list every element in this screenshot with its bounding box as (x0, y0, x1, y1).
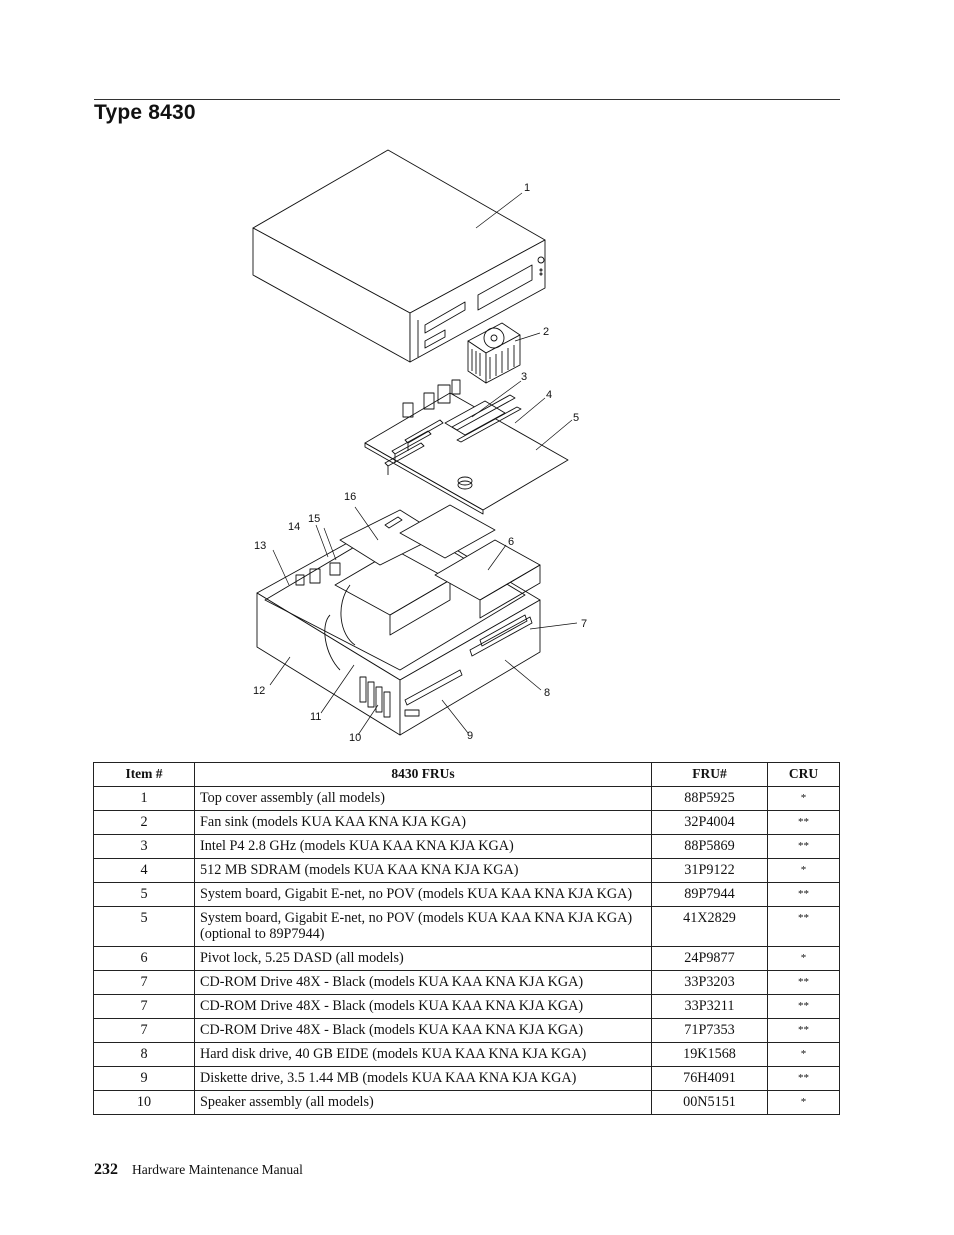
top-cover-drawing (252, 149, 546, 363)
cru-mark: ** (767, 906, 840, 947)
fru-number: 88P5925 (651, 786, 768, 811)
header-fru-number: FRU# (651, 762, 768, 787)
fru-description: CD-ROM Drive 48X - Black (models KUA KAA… (194, 970, 652, 995)
fru-number: 33P3203 (651, 970, 768, 995)
table-row: 10 Speaker assembly (all models) 00N5151… (93, 1090, 840, 1115)
fru-number: 24P9877 (651, 946, 768, 971)
callout-6: 6 (508, 536, 514, 548)
callout-1: 1 (524, 182, 530, 194)
page-footer: 232 Hardware Maintenance Manual (94, 1161, 303, 1179)
callout-11: 11 (310, 711, 321, 723)
system-board-drawing (364, 379, 569, 515)
callout-10: 10 (349, 732, 361, 744)
fan-sink-drawing (467, 322, 521, 384)
callout-4: 4 (546, 389, 552, 401)
cru-mark: * (767, 858, 840, 883)
header-item: Item # (93, 762, 195, 787)
fru-table: Item # 8430 FRUs FRU# CRU 1 Top cover as… (93, 762, 840, 1115)
item-number: 10 (93, 1090, 195, 1115)
fru-description: 512 MB SDRAM (models KUA KAA KNA KJA KGA… (194, 858, 652, 883)
fru-number: 33P3211 (651, 994, 768, 1019)
item-number: 7 (93, 970, 195, 995)
fru-number: 19K1568 (651, 1042, 768, 1067)
cru-mark: ** (767, 1018, 840, 1043)
fru-description: Fan sink (models KUA KAA KNA KJA KGA) (194, 810, 652, 835)
cru-mark: ** (767, 1066, 840, 1091)
item-number: 1 (93, 786, 195, 811)
cru-mark: * (767, 1042, 840, 1067)
fru-description: Speaker assembly (all models) (194, 1090, 652, 1115)
exploded-view-figure: 1 2 3 4 5 6 7 8 9 10 11 12 13 14 15 16 (240, 145, 600, 750)
cru-mark: * (767, 1090, 840, 1115)
manual-title: Hardware Maintenance Manual (132, 1162, 303, 1177)
fru-description: CD-ROM Drive 48X - Black (models KUA KAA… (194, 1018, 652, 1043)
callout-16: 16 (344, 491, 356, 503)
cru-mark: ** (767, 994, 840, 1019)
table-row: 7 CD-ROM Drive 48X - Black (models KUA K… (93, 970, 840, 995)
callout-7: 7 (581, 618, 587, 630)
item-number: 9 (93, 1066, 195, 1091)
fru-description: System board, Gigabit E-net, no POV (mod… (194, 882, 652, 907)
cru-mark: ** (767, 834, 840, 859)
fru-description: System board, Gigabit E-net, no POV (mod… (194, 906, 652, 947)
table-row: 8 Hard disk drive, 40 GB EIDE (models KU… (93, 1042, 840, 1067)
callout-8: 8 (544, 687, 550, 699)
callout-14: 14 (288, 521, 300, 533)
cru-mark: * (767, 786, 840, 811)
fru-description: CD-ROM Drive 48X - Black (models KUA KAA… (194, 994, 652, 1019)
table-row: 6 Pivot lock, 5.25 DASD (all models) 24P… (93, 946, 840, 971)
item-number: 8 (93, 1042, 195, 1067)
table-row: 7 CD-ROM Drive 48X - Black (models KUA K… (93, 1018, 840, 1043)
table-row: 1 Top cover assembly (all models) 88P592… (93, 786, 840, 811)
section-rule (94, 99, 840, 100)
item-number: 5 (93, 882, 195, 907)
item-number: 4 (93, 858, 195, 883)
cru-mark: * (767, 946, 840, 971)
section-title: Type 8430 (94, 101, 196, 124)
cru-mark: ** (767, 882, 840, 907)
callout-15: 15 (308, 513, 320, 525)
chassis-drawing (256, 504, 541, 736)
fru-description: Hard disk drive, 40 GB EIDE (models KUA … (194, 1042, 652, 1067)
fru-number: 00N5151 (651, 1090, 768, 1115)
table-row: 5 System board, Gigabit E-net, no POV (m… (93, 882, 840, 907)
cru-mark: ** (767, 810, 840, 835)
item-number: 5 (93, 906, 195, 947)
callout-12: 12 (253, 685, 265, 697)
callout-leader-lines (269, 192, 578, 736)
callout-labels: 1 2 3 4 5 6 7 8 9 10 11 12 13 14 15 16 (253, 182, 587, 744)
table-row: 5 System board, Gigabit E-net, no POV (m… (93, 906, 840, 947)
item-number: 3 (93, 834, 195, 859)
fru-number: 76H4091 (651, 1066, 768, 1091)
fru-description: Intel P4 2.8 GHz (models KUA KAA KNA KJA… (194, 834, 652, 859)
callout-13: 13 (254, 540, 266, 552)
fru-description: Top cover assembly (all models) (194, 786, 652, 811)
fru-number: 88P5869 (651, 834, 768, 859)
fru-description: Pivot lock, 5.25 DASD (all models) (194, 946, 652, 971)
fru-number: 89P7944 (651, 882, 768, 907)
page-number: 232 (94, 1161, 118, 1178)
callout-3: 3 (521, 371, 527, 383)
table-row: 4 512 MB SDRAM (models KUA KAA KNA KJA K… (93, 858, 840, 883)
table-header-row: Item # 8430 FRUs FRU# CRU (93, 762, 840, 787)
header-fru-description: 8430 FRUs (194, 762, 652, 787)
callout-2: 2 (543, 326, 549, 338)
callout-5: 5 (573, 412, 579, 424)
item-number: 7 (93, 1018, 195, 1043)
cru-mark: ** (767, 970, 840, 995)
item-number: 2 (93, 810, 195, 835)
table-row: 9 Diskette drive, 3.5 1.44 MB (models KU… (93, 1066, 840, 1091)
table-row: 2 Fan sink (models KUA KAA KNA KJA KGA) … (93, 810, 840, 835)
fru-number: 41X2829 (651, 906, 768, 947)
header-cru: CRU (767, 762, 840, 787)
fru-description: Diskette drive, 3.5 1.44 MB (models KUA … (194, 1066, 652, 1091)
callout-9: 9 (467, 730, 473, 742)
fru-number: 32P4004 (651, 810, 768, 835)
item-number: 7 (93, 994, 195, 1019)
item-number: 6 (93, 946, 195, 971)
fru-number: 31P9122 (651, 858, 768, 883)
fru-number: 71P7353 (651, 1018, 768, 1043)
table-row: 3 Intel P4 2.8 GHz (models KUA KAA KNA K… (93, 834, 840, 859)
table-row: 7 CD-ROM Drive 48X - Black (models KUA K… (93, 994, 840, 1019)
